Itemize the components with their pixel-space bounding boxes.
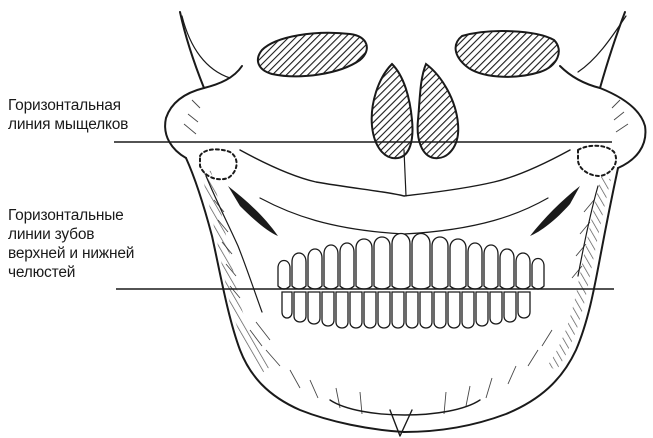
teeth-line-label-3: верхней и нижней [8,244,134,263]
right-zygomatic-arch [600,12,645,168]
teeth-line-label-4: челюстей [8,263,134,282]
right-condyle [578,146,616,176]
teeth-line-label-1: Горизонтальные [8,206,134,225]
left-orbit [258,33,367,77]
teeth-line-label: Горизонтальные линии зубов верхней и ниж… [8,206,134,282]
teeth-line-label-2: линии зубов [8,225,134,244]
left-zygomatic-arch [165,12,204,158]
lower-teeth [282,292,530,328]
condyle-line-label-2: линия мыщелков [8,115,128,134]
upper-teeth [278,234,544,290]
condyle-line-label-1: Горизонтальная [8,96,128,115]
right-cheek-shadow [530,186,580,236]
nasal-cavity-right [418,64,459,158]
nasal-cavity-left [372,64,413,158]
right-orbit [456,31,559,77]
condyle-line-label: Горизонтальная линия мыщелков [8,96,128,134]
left-cheek-shadow [228,186,278,236]
